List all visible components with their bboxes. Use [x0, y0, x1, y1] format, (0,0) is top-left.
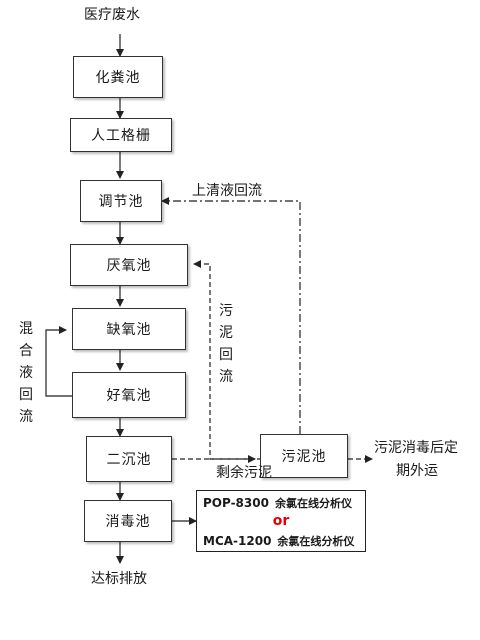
analyzer-row-1: POP-8300 余氯在线分析仪 [203, 495, 352, 511]
excess-sludge-label: 剩余污泥 [216, 465, 272, 481]
supernatant-return-line [161, 197, 301, 434]
sludge-tank-box: 污泥池 [260, 434, 348, 478]
chlorine-analyzer-box: POP-8300 余氯在线分析仪 or MCA-1200 余氯在线分析仪 [196, 490, 366, 552]
anoxic-tank-box: 缺氧池 [72, 308, 186, 350]
sludge-return-line [193, 260, 262, 460]
sludge-return-label: 污泥回流 [219, 303, 233, 385]
supernatant-return-label: 上清液回流 [192, 183, 262, 199]
analyzer-row-2: MCA-1200 余氯在线分析仪 [203, 533, 354, 549]
analyzer-or-text: or [272, 513, 290, 529]
sludge-disposal-label-2: 期外运 [396, 463, 438, 479]
equalization-tank-box: 调节池 [80, 180, 162, 222]
disinfection-tank-box: 消毒池 [84, 500, 172, 542]
secondary-clarifier-box: 二沉池 [86, 436, 172, 482]
output-label: 达标排放 [91, 571, 147, 587]
septic-tank-box: 化粪池 [73, 56, 163, 98]
mixed-liquor-return-line [45, 326, 72, 397]
source-label: 医疗废水 [84, 7, 140, 23]
mixed-liquor-return-label: 混合液回流 [19, 321, 33, 425]
analyzer-model-2: MCA-1200 [203, 534, 272, 548]
sludge-disposal-label-1: 污泥消毒后定 [374, 440, 458, 456]
analyzer-instrument-2: 余氯在线分析仪 [277, 535, 355, 548]
anaerobic-tank-box: 厌氧池 [70, 244, 188, 286]
aerobic-tank-box: 好氧池 [72, 372, 186, 418]
bar-screen-box: 人工格栅 [70, 118, 172, 152]
analyzer-instrument-1: 余氯在线分析仪 [274, 497, 352, 510]
analyzer-model-1: POP-8300 [203, 496, 269, 510]
